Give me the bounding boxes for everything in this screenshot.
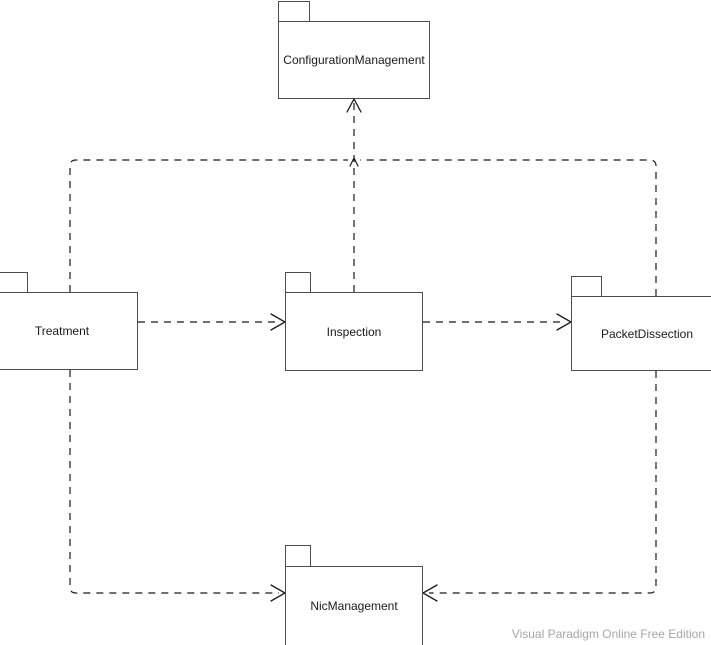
package-body-treatment: Treatment [0,292,138,370]
package-tab-configuration-management [278,1,310,22]
watermark-text: Visual Paradigm Online Free Edition [511,627,705,641]
package-tab-inspection [285,272,311,293]
package-configuration-management[interactable]: ConfigurationManagement [278,1,430,99]
edge-inspection-to-configuration-management [346,97,362,292]
edge-treatment-to-inspection [138,313,287,331]
package-label-treatment: Treatment [34,324,90,338]
package-packet-dissection[interactable]: PacketDissection [571,276,711,371]
edge-treatment-to-configuration-management [69,159,348,292]
edge-inspection-to-packet-dissection [423,313,573,331]
package-body-packet-dissection: PacketDissection [571,296,711,371]
package-body-nic-management: NicManagement [285,566,423,645]
edge-treatment-to-nic-management [69,370,287,602]
package-label-configuration-management: ConfigurationManagement [283,53,425,67]
package-inspection[interactable]: Inspection [285,272,423,371]
edge-packet-dissection-to-nic-management [421,371,657,602]
package-treatment[interactable]: Treatment [0,272,138,370]
package-tab-treatment [0,272,28,293]
package-tab-packet-dissection [571,276,602,297]
package-tab-nic-management [285,545,311,567]
edge-packet-dissection-to-configuration-management [360,159,657,296]
package-body-configuration-management: ConfigurationManagement [278,21,430,99]
package-label-packet-dissection: PacketDissection [600,326,694,341]
package-nic-management[interactable]: NicManagement [285,545,423,645]
package-label-inspection: Inspection [326,324,382,339]
package-label-nic-management: NicManagement [310,599,398,613]
package-body-inspection: Inspection [285,292,423,371]
